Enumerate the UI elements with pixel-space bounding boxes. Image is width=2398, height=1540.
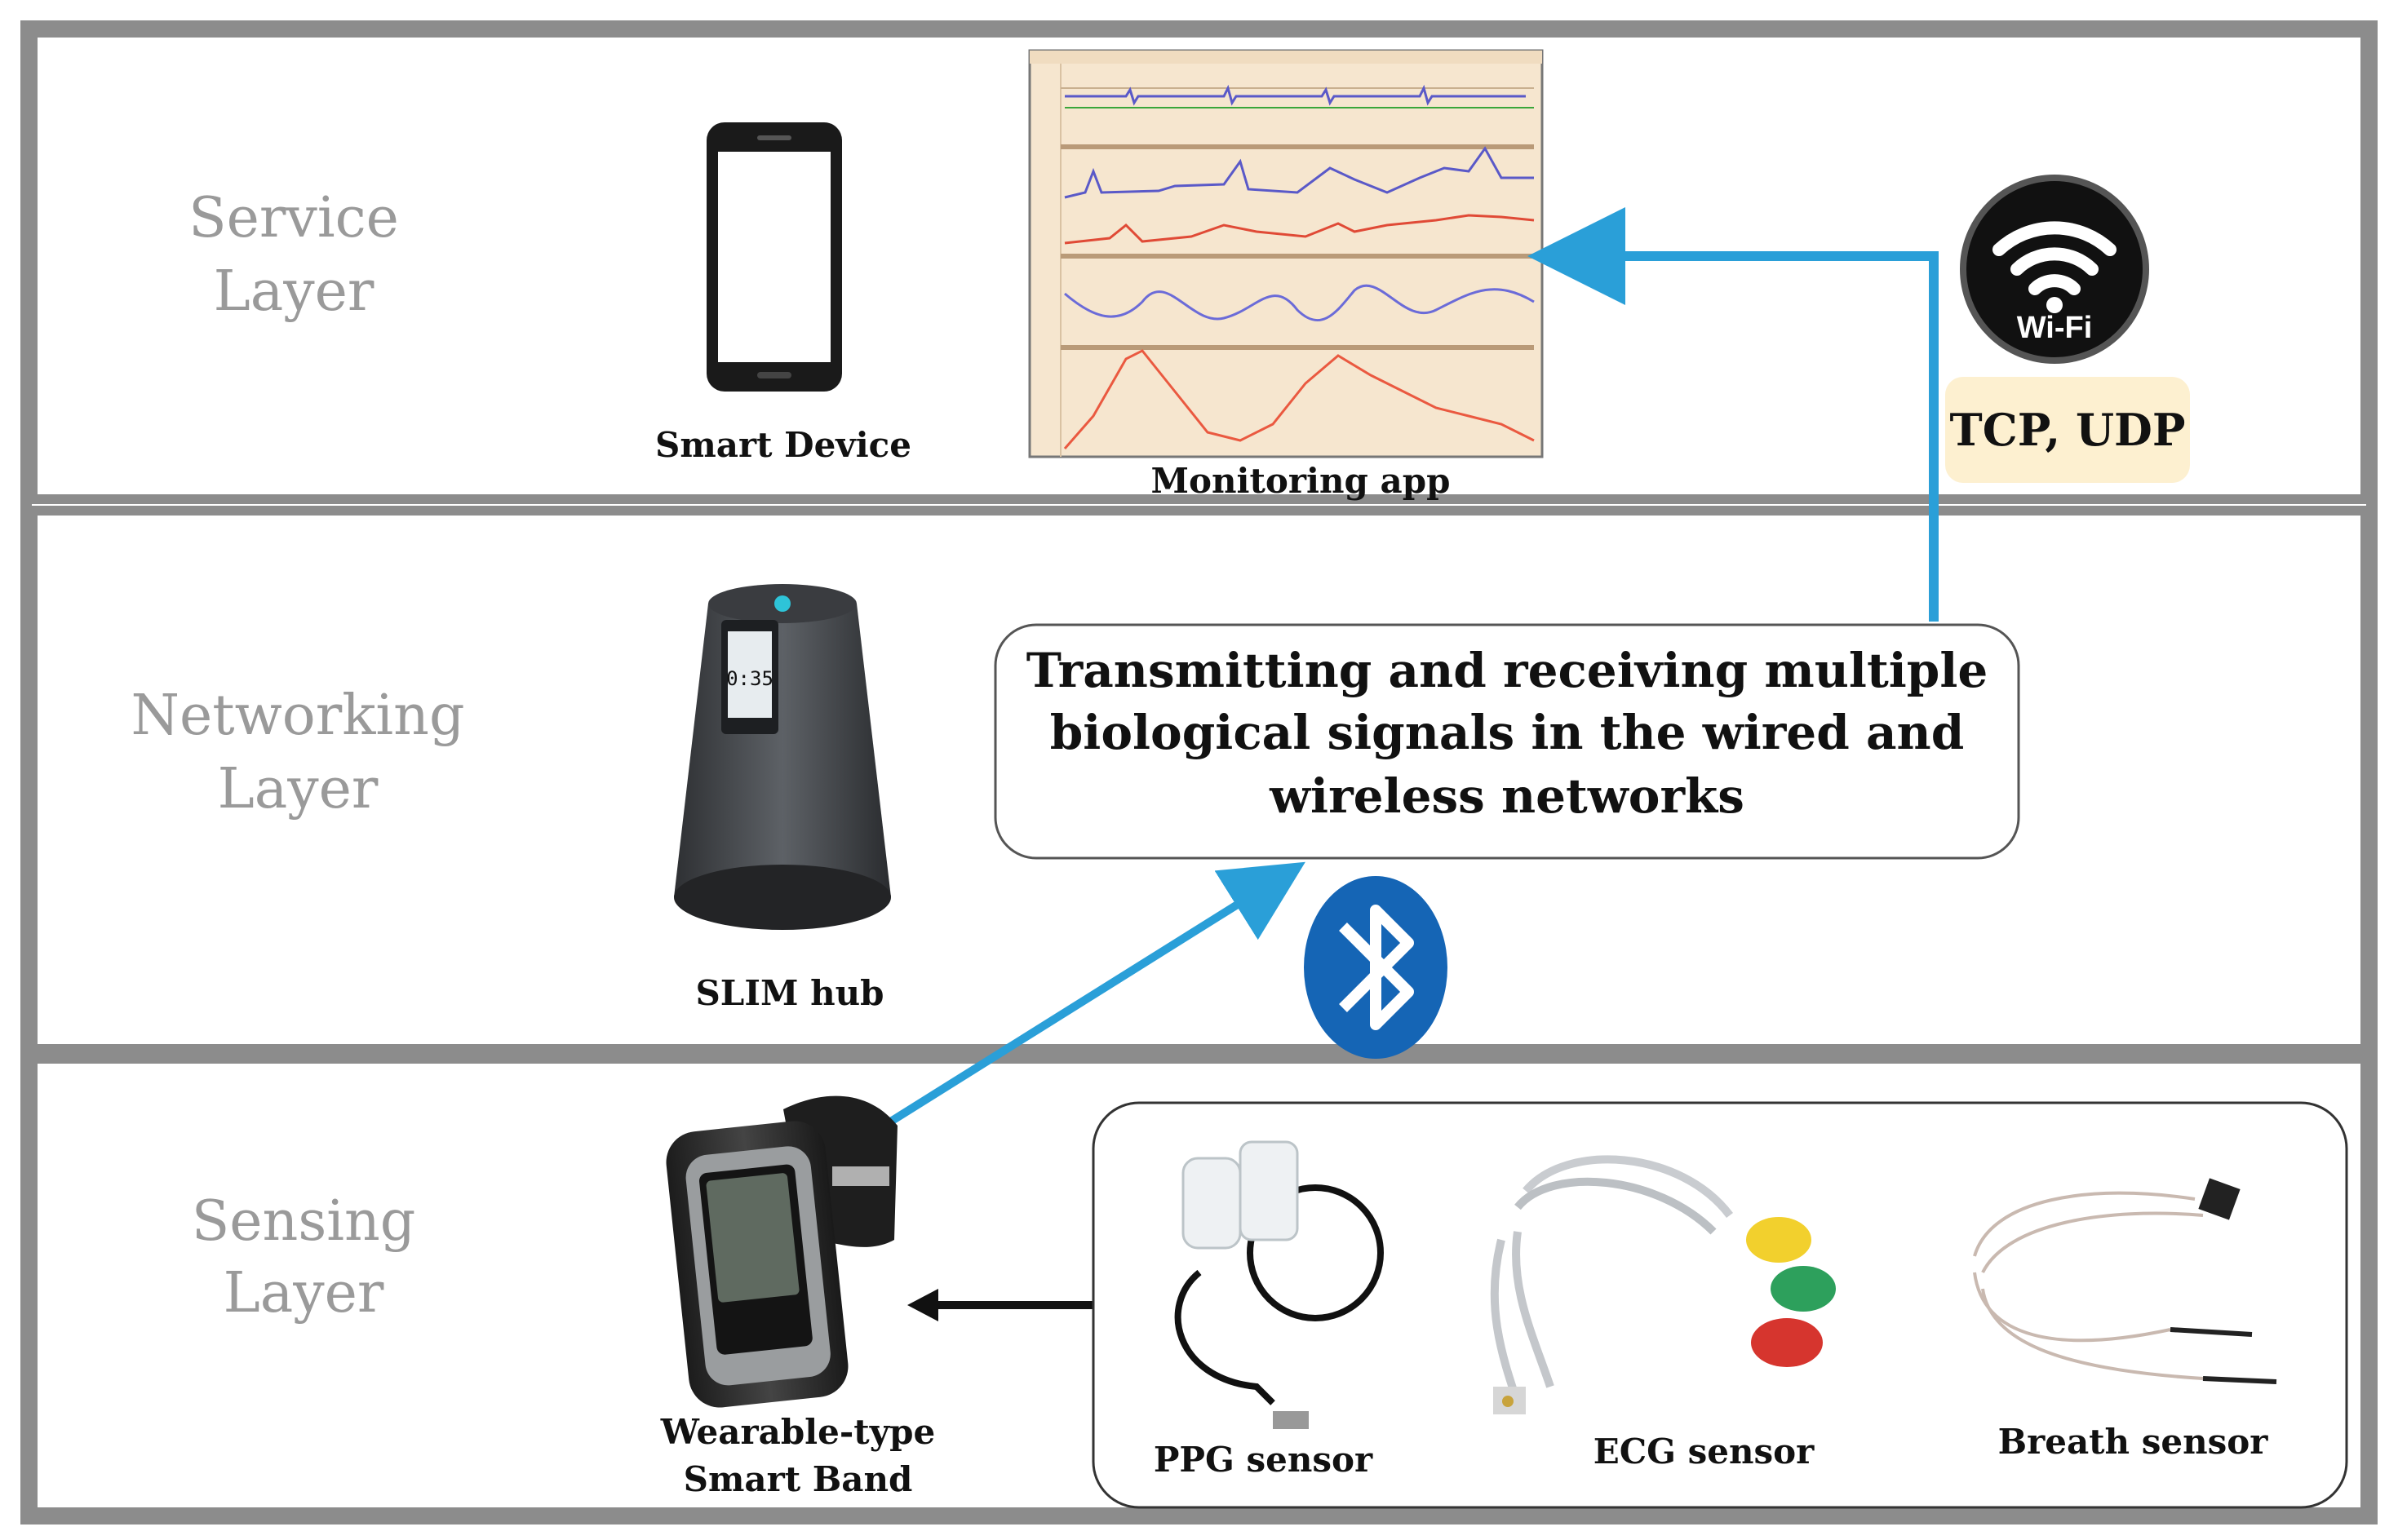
monitoring-app-screen <box>1028 49 1544 458</box>
smart-band-icon <box>666 1095 898 1408</box>
networking-layer-label: Networking Layer <box>131 684 465 821</box>
service-layer-label: Service Layer <box>188 186 399 324</box>
breath-sensor-label: Breath sensor <box>1998 1422 2269 1462</box>
slim-hub-icon: 0:35 <box>674 584 891 930</box>
ppg-sensor-label: PPG sensor <box>1154 1440 1373 1480</box>
svg-text:Sensing: Sensing <box>192 1189 416 1254</box>
sensing-layer-label: Sensing Layer <box>192 1189 416 1325</box>
message-line-1: Transmitting and receiving multiple <box>1026 643 1988 698</box>
signal-message-box: Transmitting and receiving multiple biol… <box>994 623 2020 860</box>
message-line-2: biological signals in the wired and <box>1050 705 1965 760</box>
message-line-3: wireless networks <box>1269 768 1744 824</box>
bluetooth-icon <box>1304 876 1447 1059</box>
uplink-arrow <box>1527 207 1939 622</box>
svg-text:Service: Service <box>188 186 399 250</box>
svg-text:Layer: Layer <box>214 259 375 324</box>
smartphone-icon <box>707 122 842 392</box>
ppg-sensor-icon <box>1174 1140 1384 1429</box>
sensor-to-band-arrowhead <box>907 1289 938 1321</box>
breath-sensor-icon <box>1973 1178 2277 1384</box>
ecg-sensor-icon <box>1490 1155 1836 1414</box>
svg-text:Layer: Layer <box>218 757 379 821</box>
wifi-icon-text: Wi-Fi <box>2017 311 2093 345</box>
protocol-badge: TCP, UDP <box>1945 377 2190 483</box>
svg-text:Smart Band: Smart Band <box>684 1459 913 1499</box>
protocol-label: TCP, UDP <box>1950 404 2186 456</box>
ecg-sensor-label: ECG sensor <box>1593 1432 1815 1471</box>
slim-hub-label: SLIM hub <box>695 973 884 1013</box>
svg-text:Wearable-type: Wearable-type <box>660 1412 935 1452</box>
smart-band-label: Wearable-type Smart Band <box>660 1412 935 1499</box>
smart-device-label: Smart Device <box>655 425 911 465</box>
hub-screen-text: 0:35 <box>726 667 773 690</box>
bluetooth-link-arrow <box>887 861 1305 1126</box>
svg-text:Layer: Layer <box>224 1261 384 1325</box>
wifi-icon: Wi-Fi <box>1960 175 2149 364</box>
svg-text:Networking: Networking <box>131 684 465 748</box>
monitoring-app-label: Monitoring app <box>1151 461 1451 501</box>
